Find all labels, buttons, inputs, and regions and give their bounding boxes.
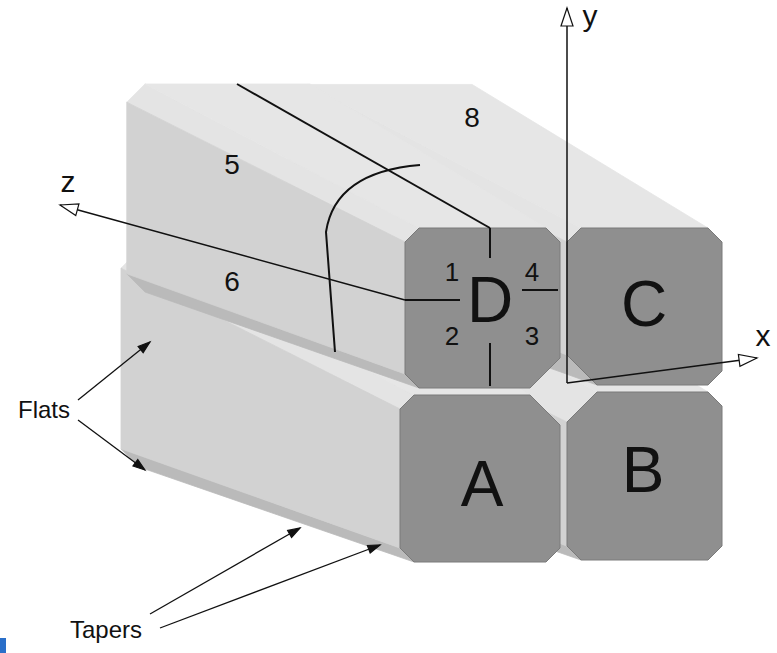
arrow-head: [738, 354, 757, 366]
pole-face: [567, 392, 722, 560]
pole-label: A: [461, 452, 504, 516]
arrow-head: [288, 528, 300, 537]
contour-line: [326, 165, 420, 352]
section-line: [522, 289, 558, 291]
pole-piece: [127, 84, 560, 388]
section-line: [489, 228, 491, 258]
axis-label: y: [583, 1, 598, 31]
section-line: [489, 343, 491, 386]
callout-label: Flats: [18, 398, 70, 422]
leader-lines: [78, 342, 380, 628]
axis-line: [566, 8, 568, 383]
pole-face: [567, 228, 722, 385]
coordinate-axes: [60, 8, 757, 383]
arrow-head: [367, 545, 380, 553]
leader-line: [150, 528, 300, 614]
axis-label: x: [756, 321, 771, 351]
pole-face: [400, 395, 560, 562]
arrow-head: [60, 204, 79, 216]
arrow-head: [561, 8, 573, 26]
pole-label: C: [621, 272, 667, 336]
section-line: [405, 299, 460, 301]
pole-face: [405, 228, 560, 388]
callout-number: 6: [224, 268, 240, 296]
callout-number: 2: [445, 323, 459, 349]
callout-label: Tapers: [70, 618, 142, 642]
axis-label: z: [61, 167, 76, 197]
callout-number: 3: [525, 323, 539, 349]
arrow-head: [133, 460, 145, 470]
callout-number: 5: [224, 151, 240, 179]
leader-line: [160, 545, 380, 628]
callout-number: 4: [525, 259, 539, 285]
marking-lines: [237, 84, 558, 386]
callout-number: 8: [464, 104, 480, 132]
arrow-head: [138, 342, 150, 353]
section-line: [237, 84, 490, 228]
pole-label: B: [622, 438, 665, 502]
pole-body-surface: [127, 102, 405, 374]
axis-line: [60, 205, 405, 300]
axis-line: [567, 358, 757, 383]
corner-tab: [0, 638, 6, 653]
pole-pieces: [121, 84, 722, 562]
pole-label: D: [467, 268, 513, 332]
leader-line: [78, 420, 145, 470]
callout-number: 1: [445, 259, 459, 285]
leader-line: [78, 342, 150, 400]
